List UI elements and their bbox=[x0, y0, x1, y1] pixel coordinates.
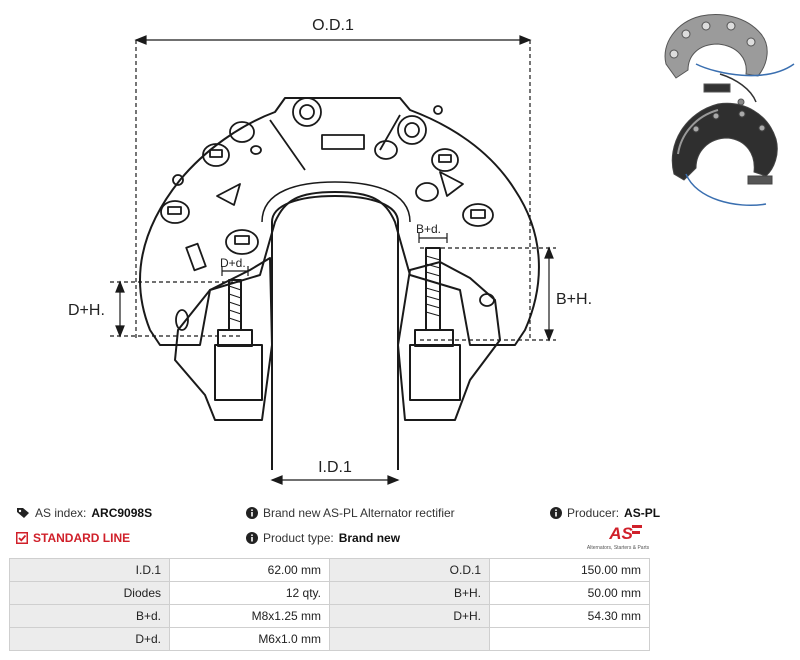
specs-table: I.D.1 62.00 mm O.D.1 150.00 mm Diodes 12… bbox=[9, 558, 650, 651]
bd-label: B+d. bbox=[416, 222, 441, 236]
left-bolt bbox=[228, 279, 242, 331]
id-label: I.D.1 bbox=[318, 459, 352, 476]
description: Brand new AS-PL Alternator rectifier bbox=[246, 506, 455, 520]
spec-value: 12 qty. bbox=[169, 581, 330, 605]
spec-key bbox=[329, 627, 490, 651]
spec-key: D+d. bbox=[9, 627, 170, 651]
dh-label: D+H. bbox=[68, 302, 105, 319]
spec-value: 54.30 mm bbox=[489, 604, 650, 628]
producer-label: Producer: bbox=[567, 506, 620, 520]
product-photos bbox=[664, 14, 795, 206]
product-photo-top bbox=[664, 14, 795, 106]
spec-value bbox=[489, 627, 650, 651]
product-photo-bottom bbox=[671, 102, 778, 206]
spec-value: 62.00 mm bbox=[169, 558, 330, 582]
producer-value: AS-PL bbox=[624, 506, 661, 520]
spec-value: M8x1.25 mm bbox=[169, 604, 330, 628]
tag-icon bbox=[16, 507, 30, 519]
right-bolt bbox=[425, 247, 441, 331]
as-index: AS index: ARC9098S bbox=[16, 506, 152, 520]
description-text: Brand new AS-PL Alternator rectifier bbox=[263, 506, 455, 520]
as-pl-logo: AS Alternators, Starters & Parts bbox=[587, 524, 650, 551]
spec-key: B+H. bbox=[329, 581, 490, 605]
standard-line-text: STANDARD LINE bbox=[33, 531, 131, 545]
as-index-label: AS index: bbox=[35, 506, 87, 520]
dd-label: D+d. bbox=[220, 256, 246, 270]
spec-key: B+d. bbox=[9, 604, 170, 628]
table-row: B+d. M8x1.25 mm D+H. 54.30 mm bbox=[9, 604, 650, 628]
od-label: O.D.1 bbox=[312, 17, 354, 34]
table-row: I.D.1 62.00 mm O.D.1 150.00 mm bbox=[9, 558, 650, 582]
product-type: Product type: Brand new bbox=[246, 531, 400, 545]
info-icon bbox=[246, 532, 258, 544]
spec-key: I.D.1 bbox=[9, 558, 170, 582]
logo-tagline: Alternators, Starters & Parts bbox=[587, 545, 650, 551]
standard-line: STANDARD LINE bbox=[16, 531, 130, 545]
right-terminal-block bbox=[397, 261, 501, 421]
checkbox-checked-icon bbox=[16, 532, 28, 544]
product-type-value: Brand new bbox=[338, 531, 401, 545]
left-terminal-block bbox=[174, 257, 273, 421]
info-icon bbox=[246, 507, 258, 519]
spec-value: 150.00 mm bbox=[489, 558, 650, 582]
rectifier-outline bbox=[139, 97, 540, 346]
table-row: Diodes 12 qty. B+H. 50.00 mm bbox=[9, 581, 650, 605]
spec-key: O.D.1 bbox=[329, 558, 490, 582]
product-type-label: Product type: bbox=[263, 531, 334, 545]
as-index-value: ARC9098S bbox=[91, 506, 153, 520]
table-row: D+d. M6x1.0 mm bbox=[9, 627, 650, 651]
bh-label: B+H. bbox=[556, 291, 592, 308]
logo-mark: AS bbox=[608, 524, 633, 543]
spec-value: M6x1.0 mm bbox=[169, 627, 330, 651]
producer: Producer: AS-PL bbox=[550, 506, 660, 520]
technical-drawing: O.D.1 I.D.1 D+H. B+H. B+d. D+d. bbox=[68, 17, 592, 485]
spec-key: Diodes bbox=[9, 581, 170, 605]
spec-key: D+H. bbox=[329, 604, 490, 628]
info-icon bbox=[550, 507, 562, 519]
spec-value: 50.00 mm bbox=[489, 581, 650, 605]
